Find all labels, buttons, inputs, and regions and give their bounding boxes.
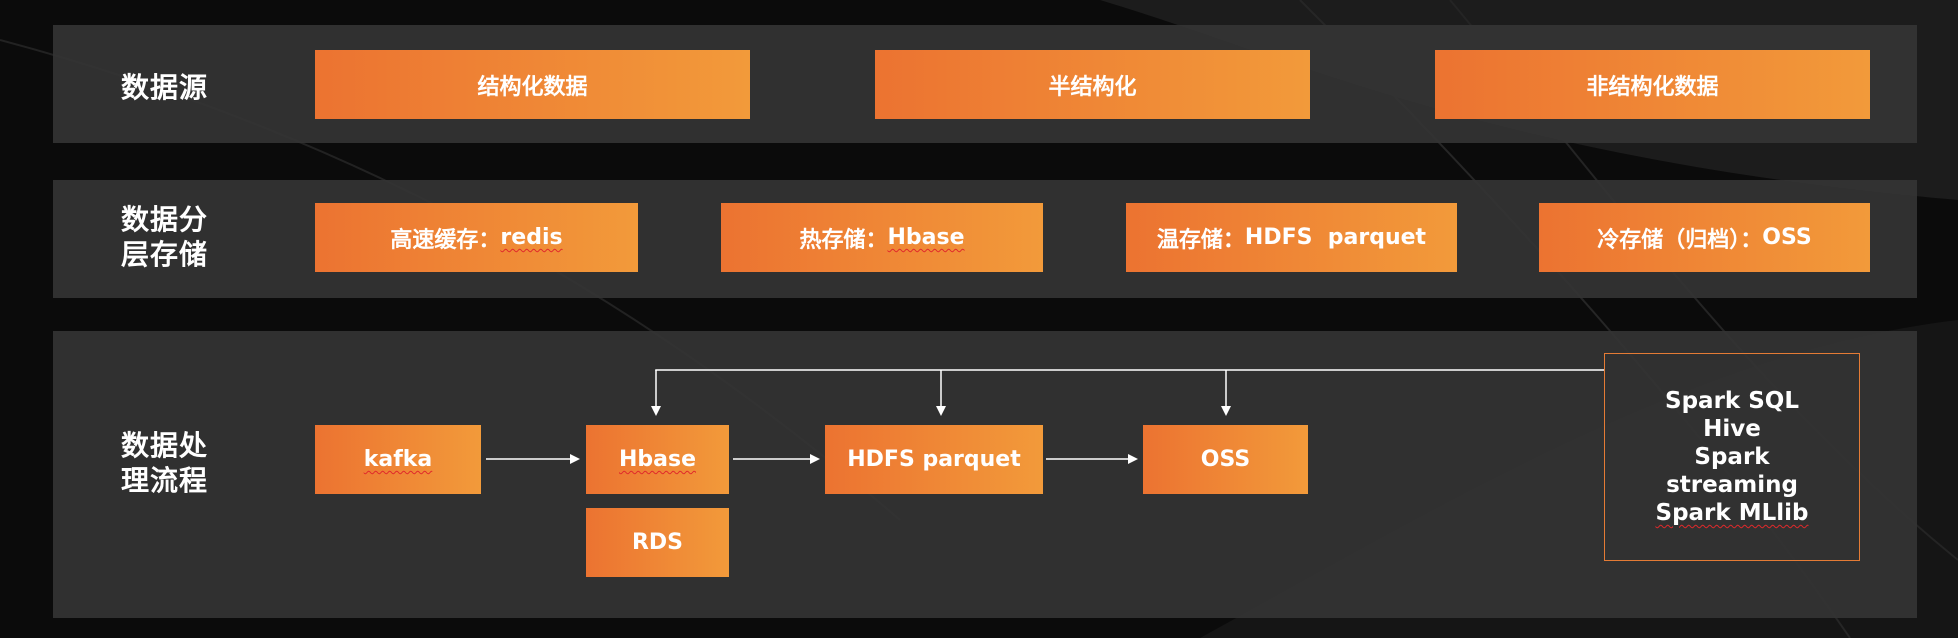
hbase-node-label: Hbase	[618, 447, 697, 472]
cold-storage-prefix: 冷存储（归档）：	[1597, 227, 1763, 253]
cache-storage-box: 高速缓存：redis	[315, 203, 638, 272]
hot-storage-term: Hbase	[887, 225, 965, 250]
tool-streaming: streaming	[1666, 472, 1798, 498]
processing-flow-label: 数据处理流程	[121, 429, 209, 497]
warm-storage-box: 温存储：HDFS parquet	[1126, 203, 1457, 272]
data-source-label: 数据源	[121, 71, 209, 104]
kafka-node-label: kafka	[363, 447, 433, 472]
hdfs-parquet-node: HDFS parquet	[825, 425, 1043, 494]
cache-storage-prefix: 高速缓存：	[390, 227, 501, 253]
layered-storage-label: 数据分层存储	[121, 203, 209, 271]
hot-storage-prefix: 热存储：	[799, 227, 888, 253]
hot-storage-box: 热存储：Hbase	[721, 203, 1043, 272]
structured-data-box: 结构化数据	[315, 50, 750, 119]
warm-storage-prefix: 温存储：	[1156, 227, 1245, 253]
semi-structured-box: 半结构化	[875, 50, 1310, 119]
cache-storage-term: redis	[500, 225, 563, 250]
tool-spark-mllib: Spark MLlib	[1655, 500, 1809, 526]
oss-node: OSS	[1143, 425, 1308, 494]
analysis-tools-box: Spark SQL Hive Spark streaming Spark MLl…	[1604, 353, 1860, 561]
unstructured-data-box: 非结构化数据	[1435, 50, 1870, 119]
cold-storage-term: OSS	[1762, 225, 1812, 250]
tool-hive: Hive	[1703, 416, 1761, 442]
tool-spark: Spark	[1694, 444, 1770, 470]
warm-storage-term: HDFS parquet	[1244, 225, 1427, 250]
cold-storage-box: 冷存储（归档）：OSS	[1539, 203, 1870, 272]
rds-node: RDS	[586, 508, 729, 577]
kafka-node: kafka	[315, 425, 481, 494]
hbase-node: Hbase	[586, 425, 729, 494]
tool-spark-sql: Spark SQL	[1665, 388, 1799, 414]
